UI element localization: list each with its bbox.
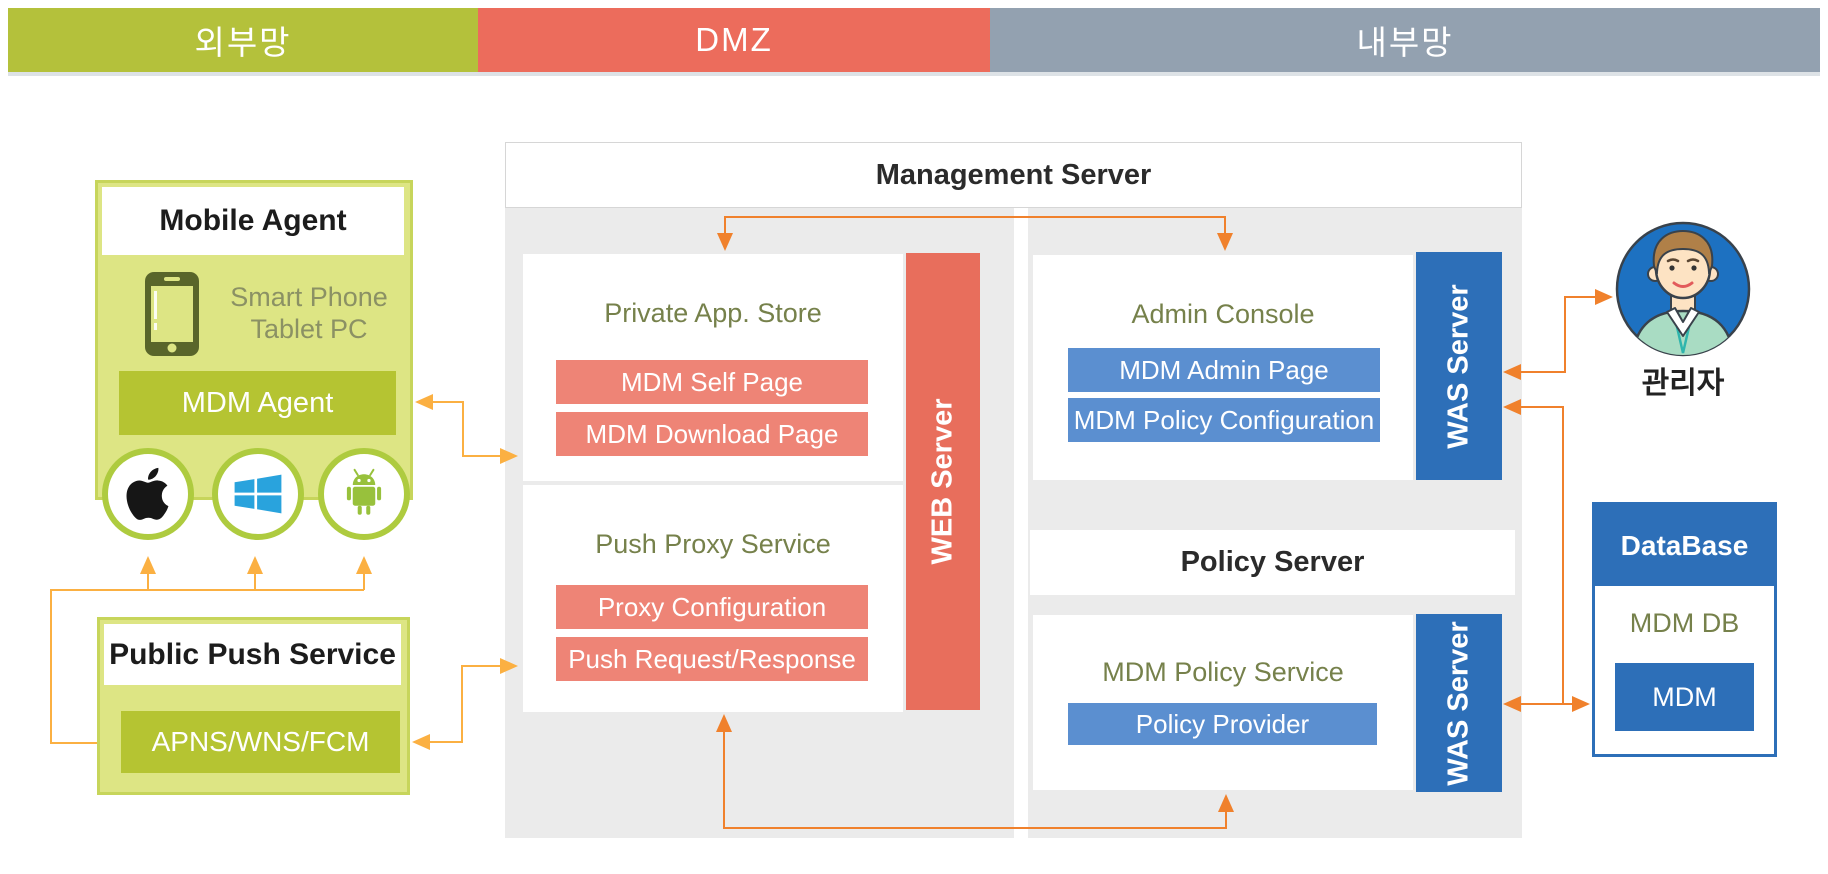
was-server-top-label: WAS Server <box>1442 283 1475 449</box>
push-proxy-panel: Push Proxy Service Proxy Configuration P… <box>523 485 903 712</box>
push-request-response-bar: Push Request/Response <box>556 637 868 681</box>
was-server-bottom-label: WAS Server <box>1442 620 1475 786</box>
public-push-header: Public Push Service <box>104 624 401 685</box>
was-server-bar-bottom: WAS Server <box>1416 614 1502 792</box>
mdm-download-page-label: MDM Download Page <box>585 418 839 449</box>
zone-band-dmz: DMZ <box>478 8 990 72</box>
smartphone-icon <box>145 272 199 356</box>
zone-label-internal: 내부망 <box>1356 24 1454 61</box>
mdm-bar: MDM <box>1615 663 1754 731</box>
push-request-response-label: Push Request/Response <box>568 643 856 674</box>
platform-circle-android <box>318 448 410 540</box>
web-server-label: WEB Server <box>926 398 959 565</box>
mdm-policy-service-title: MDM Policy Service <box>1102 657 1344 687</box>
mdm-db-label-text: MDM DB <box>1629 608 1740 638</box>
policy-provider-bar: Policy Provider <box>1068 703 1377 745</box>
policy-provider-label: Policy Provider <box>1135 708 1310 739</box>
mdm-policy-configuration-bar: MDM Policy Configuration <box>1068 398 1380 442</box>
zone-band-internal: 내부망 <box>990 8 1820 72</box>
apple-icon <box>126 467 169 520</box>
web-server-bar: WEB Server <box>906 253 980 710</box>
apns-wns-fcm-bar: APNS/WNS/FCM <box>121 711 400 773</box>
connector-apns-push-proxy <box>412 658 518 750</box>
private-app-store-panel: Private App. Store MDM Self Page MDM Dow… <box>523 254 903 481</box>
android-icon <box>346 468 382 515</box>
public-push-title: Public Push Service <box>109 637 396 671</box>
windows-icon <box>234 474 282 514</box>
mdm-self-page-bar: MDM Self Page <box>556 360 868 404</box>
mobile-agent-header: Mobile Agent <box>102 187 404 255</box>
mdm-agent-bar: MDM Agent <box>119 371 396 435</box>
mdm-policy-service-panel: MDM Policy Service Policy Provider <box>1033 615 1413 790</box>
policy-server-title: Policy Server <box>1180 546 1365 578</box>
mdm-self-page-label: MDM Self Page <box>620 366 804 397</box>
zone-band-external: 외부망 <box>8 8 478 72</box>
proxy-configuration-bar: Proxy Configuration <box>556 585 868 629</box>
proxy-configuration-label: Proxy Configuration <box>597 591 827 622</box>
mdm-download-page-bar: MDM Download Page <box>556 412 868 456</box>
platform-circle-windows <box>212 448 304 540</box>
mdm-policy-configuration-label: MDM Policy Configuration <box>1073 404 1375 435</box>
mobile-agent-box: Mobile Agent Smart Phone Tablet PC MDM A… <box>95 180 413 500</box>
device-line2: Tablet PC <box>250 314 368 345</box>
administrator-avatar <box>1615 221 1751 357</box>
admin-console-title: Admin Console <box>1131 299 1315 329</box>
was-server-bar-top: WAS Server <box>1416 252 1502 480</box>
mdm-agent-label: MDM Agent <box>181 386 334 419</box>
database-header: DataBase <box>1595 505 1774 586</box>
zone-label-dmz: DMZ <box>695 21 773 58</box>
apns-wns-fcm-label: APNS/WNS/FCM <box>151 726 370 757</box>
management-server-title: Management Server <box>875 158 1152 191</box>
mobile-agent-title: Mobile Agent <box>159 204 347 237</box>
zone-label-external: 외부망 <box>194 24 292 61</box>
public-push-box: Public Push Service APNS/WNS/FCM <box>97 617 410 795</box>
mdm-admin-page-bar: MDM Admin Page <box>1068 348 1380 392</box>
policy-server-title-band: Policy Server <box>1030 530 1515 595</box>
administrator-label: 관리자 <box>1603 358 1763 402</box>
private-app-store-title: Private App. Store <box>604 298 822 328</box>
mdm-db-label: MDM DB <box>1595 608 1774 639</box>
administrator-label-text: 관리자 <box>1641 367 1725 400</box>
mdm-admin-page-label: MDM Admin Page <box>1119 354 1329 385</box>
admin-console-panel: Admin Console MDM Admin Page MDM Policy … <box>1033 255 1413 480</box>
push-proxy-title: Push Proxy Service <box>595 529 831 559</box>
management-server-title-band: Management Server <box>505 142 1522 208</box>
device-type-label: Smart Phone Tablet PC <box>216 281 402 346</box>
mdm-bar-label: MDM <box>1652 681 1717 712</box>
connector-mdm-agent-private-app-store <box>415 394 518 464</box>
device-line1: Smart Phone <box>230 282 388 312</box>
database-box: DataBase MDM DB MDM <box>1592 502 1777 757</box>
platform-circle-apple <box>102 448 194 540</box>
database-title: DataBase <box>1620 529 1749 561</box>
zone-band-shadow <box>8 72 1820 76</box>
